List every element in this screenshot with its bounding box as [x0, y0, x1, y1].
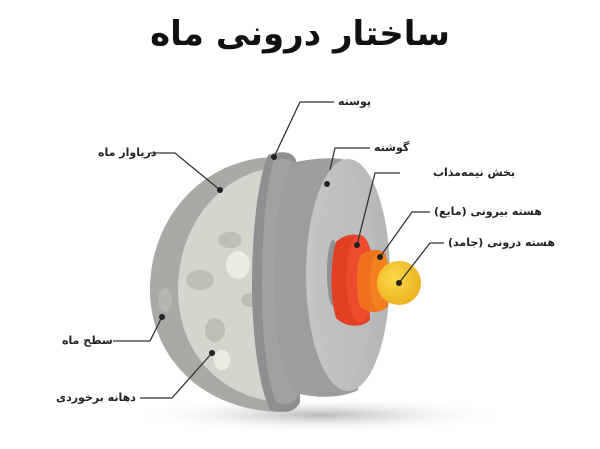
label-surface: سطح ماه	[62, 334, 113, 347]
label-crust: پوسته	[338, 95, 372, 108]
label-inner-core: هسته درونی (جامد)	[448, 236, 555, 249]
label-partial-melt: بخش نیمه‌مذاب	[433, 166, 516, 179]
label-mantle: گوشته	[374, 141, 410, 154]
leader-dots	[159, 154, 402, 356]
diagram-title: ساختار درونی ماه	[150, 14, 450, 54]
label-crater: دهانه برخوردی	[56, 391, 136, 404]
ground-shadow	[130, 397, 510, 433]
leader-lines	[113, 101, 444, 399]
label-maria: درياوار ماه	[98, 146, 157, 159]
label-outer-core: هسته بیرونی (مایع)	[434, 205, 542, 218]
